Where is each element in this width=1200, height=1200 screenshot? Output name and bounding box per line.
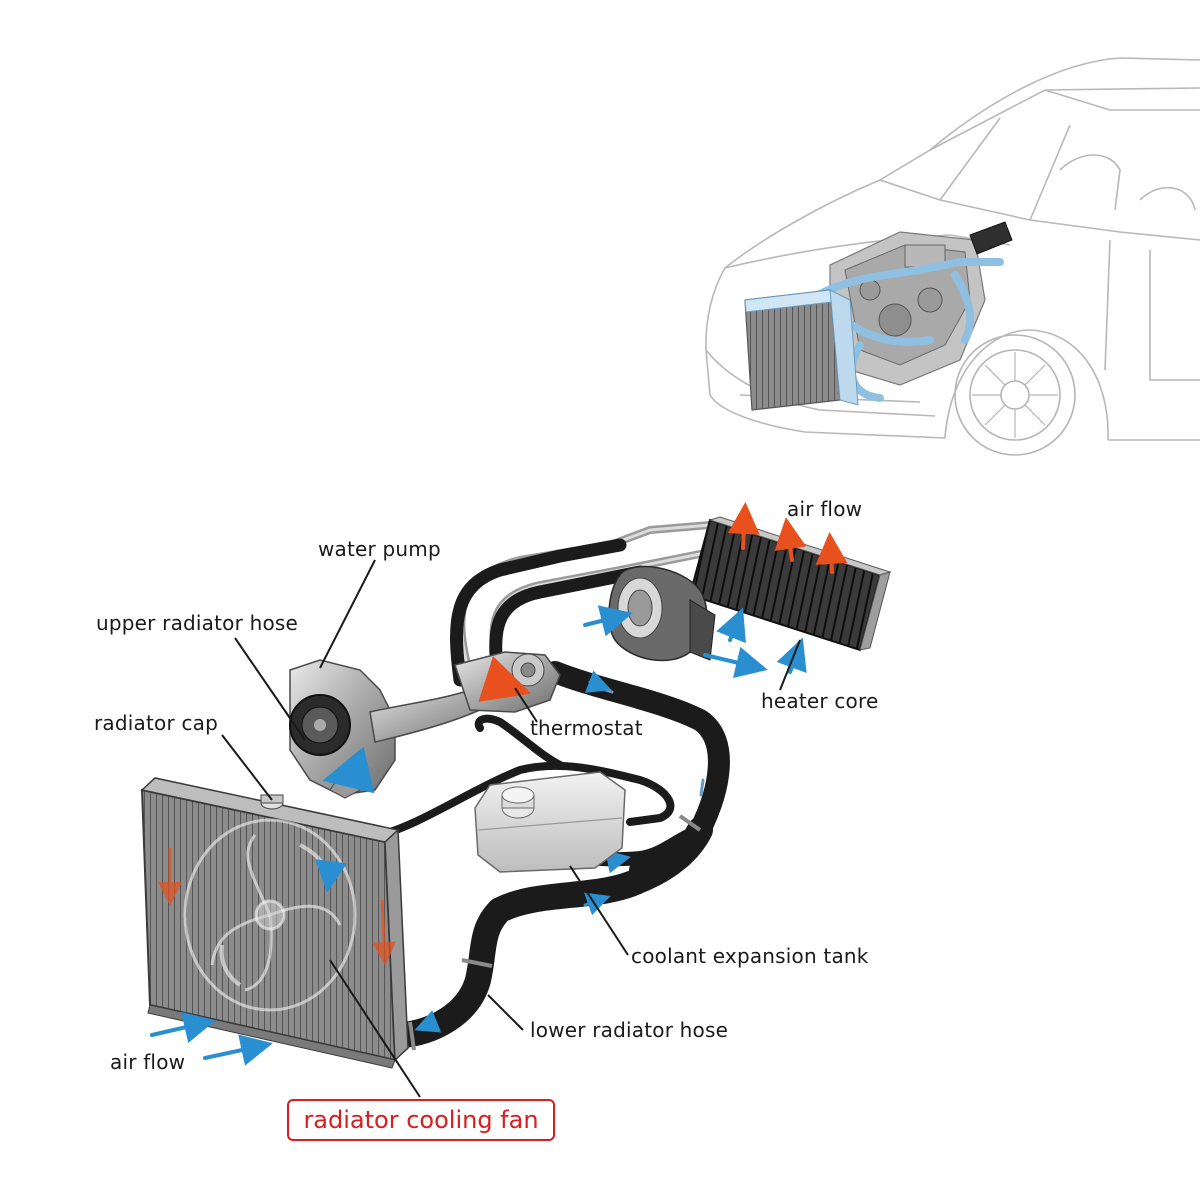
label-radiator-cap: radiator cap bbox=[94, 711, 218, 735]
label-radiator-cooling-fan: radiator cooling fan bbox=[303, 1106, 539, 1134]
car-wheel bbox=[954, 334, 1076, 456]
heater-airflow-arrows bbox=[583, 502, 848, 679]
lower-radiator-hose bbox=[392, 817, 713, 1048]
blower-motor bbox=[608, 565, 716, 662]
label-air-flow-top: air flow bbox=[787, 497, 863, 521]
heater-hoses bbox=[450, 538, 647, 687]
leader-lines bbox=[221, 559, 801, 1098]
label-water-pump: water pump bbox=[318, 537, 441, 561]
radiator-cooling-fan-highlight-box: radiator cooling fan bbox=[287, 1099, 555, 1141]
label-heater-core: heater core bbox=[761, 689, 879, 713]
label-thermostat: thermostat bbox=[530, 716, 643, 740]
overflow-hose bbox=[376, 714, 675, 839]
label-air-flow-bottom: air flow bbox=[110, 1050, 186, 1074]
car-heater-core bbox=[969, 221, 1013, 255]
pump-inlet-arrow bbox=[322, 746, 375, 794]
thermostat-housing bbox=[454, 651, 561, 713]
label-upper-radiator-hose: upper radiator hose bbox=[96, 611, 299, 635]
label-lower-radiator-hose: lower radiator hose bbox=[530, 1018, 729, 1042]
radiator-cooling-fan bbox=[183, 818, 357, 1012]
radiator-airflow-arrows bbox=[150, 1011, 273, 1066]
coolant-expansion-tank bbox=[474, 771, 626, 873]
hose-flow-arrows bbox=[414, 670, 631, 1033]
label-coolant-expansion-tank: coolant expansion tank bbox=[631, 944, 869, 968]
car-radiator bbox=[744, 289, 859, 411]
